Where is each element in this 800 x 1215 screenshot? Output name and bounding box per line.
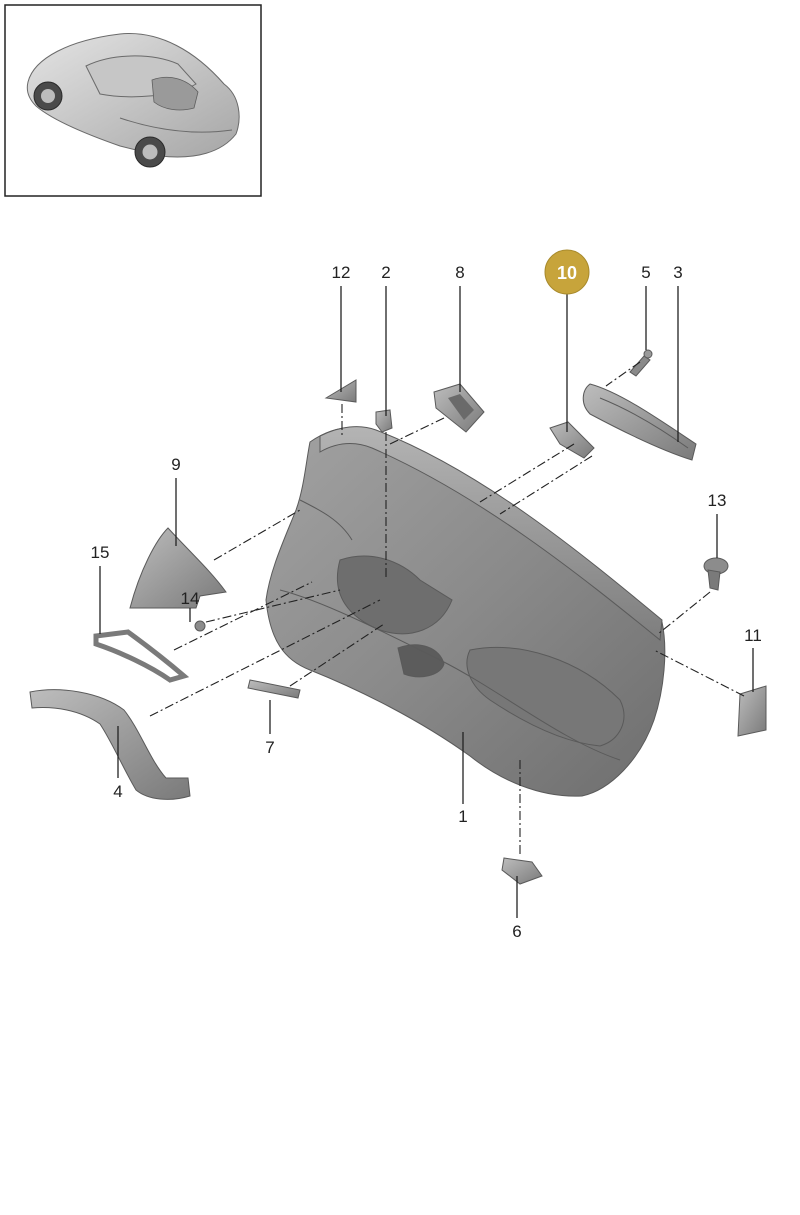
highlight-badge — [544, 249, 590, 295]
part-4-armrest-pull — [29, 689, 191, 800]
part-15-frame-trim — [93, 629, 190, 683]
callout-3: 3 — [673, 263, 682, 282]
callout-4: 4 — [113, 782, 122, 801]
leader-lines — [99, 286, 754, 918]
callout-8: 8 — [455, 263, 464, 282]
part-7-trim-strip — [247, 679, 301, 699]
part-3-handle-bracket — [582, 383, 697, 461]
callout-12: 12 — [332, 263, 351, 282]
callout-13: 13 — [708, 491, 727, 510]
part-5-screw — [629, 349, 653, 377]
vehicle-thumbnail — [4, 4, 262, 197]
callout-14: 14 — [181, 589, 200, 608]
part-10-cover — [549, 421, 595, 459]
part-13-push-pin — [703, 557, 729, 591]
part-8-switch-bezel — [433, 383, 485, 433]
part-14-small-screw — [194, 620, 206, 632]
callout-9: 9 — [171, 455, 180, 474]
vehicle-illustration — [26, 33, 240, 168]
callout-11: 11 — [744, 626, 762, 645]
callout-15: 15 — [91, 543, 110, 562]
callout-5: 5 — [641, 263, 650, 282]
callout-1: 1 — [458, 807, 467, 826]
callout-7: 7 — [265, 738, 274, 757]
part-9-corner-trim — [129, 527, 227, 609]
part-6-lower-clip — [501, 857, 543, 885]
callout-labels: 12 2 8 10 5 3 9 15 14 13 11 7 1 6 4 — [91, 249, 762, 941]
assembly-lines — [149, 361, 745, 854]
callout-6: 6 — [512, 922, 521, 941]
part-11-end-cap — [737, 685, 767, 737]
callout-10: 10 — [557, 263, 577, 283]
callout-2: 2 — [381, 263, 390, 282]
part-1-door-panel — [265, 426, 666, 797]
part-2-clip — [375, 409, 393, 433]
